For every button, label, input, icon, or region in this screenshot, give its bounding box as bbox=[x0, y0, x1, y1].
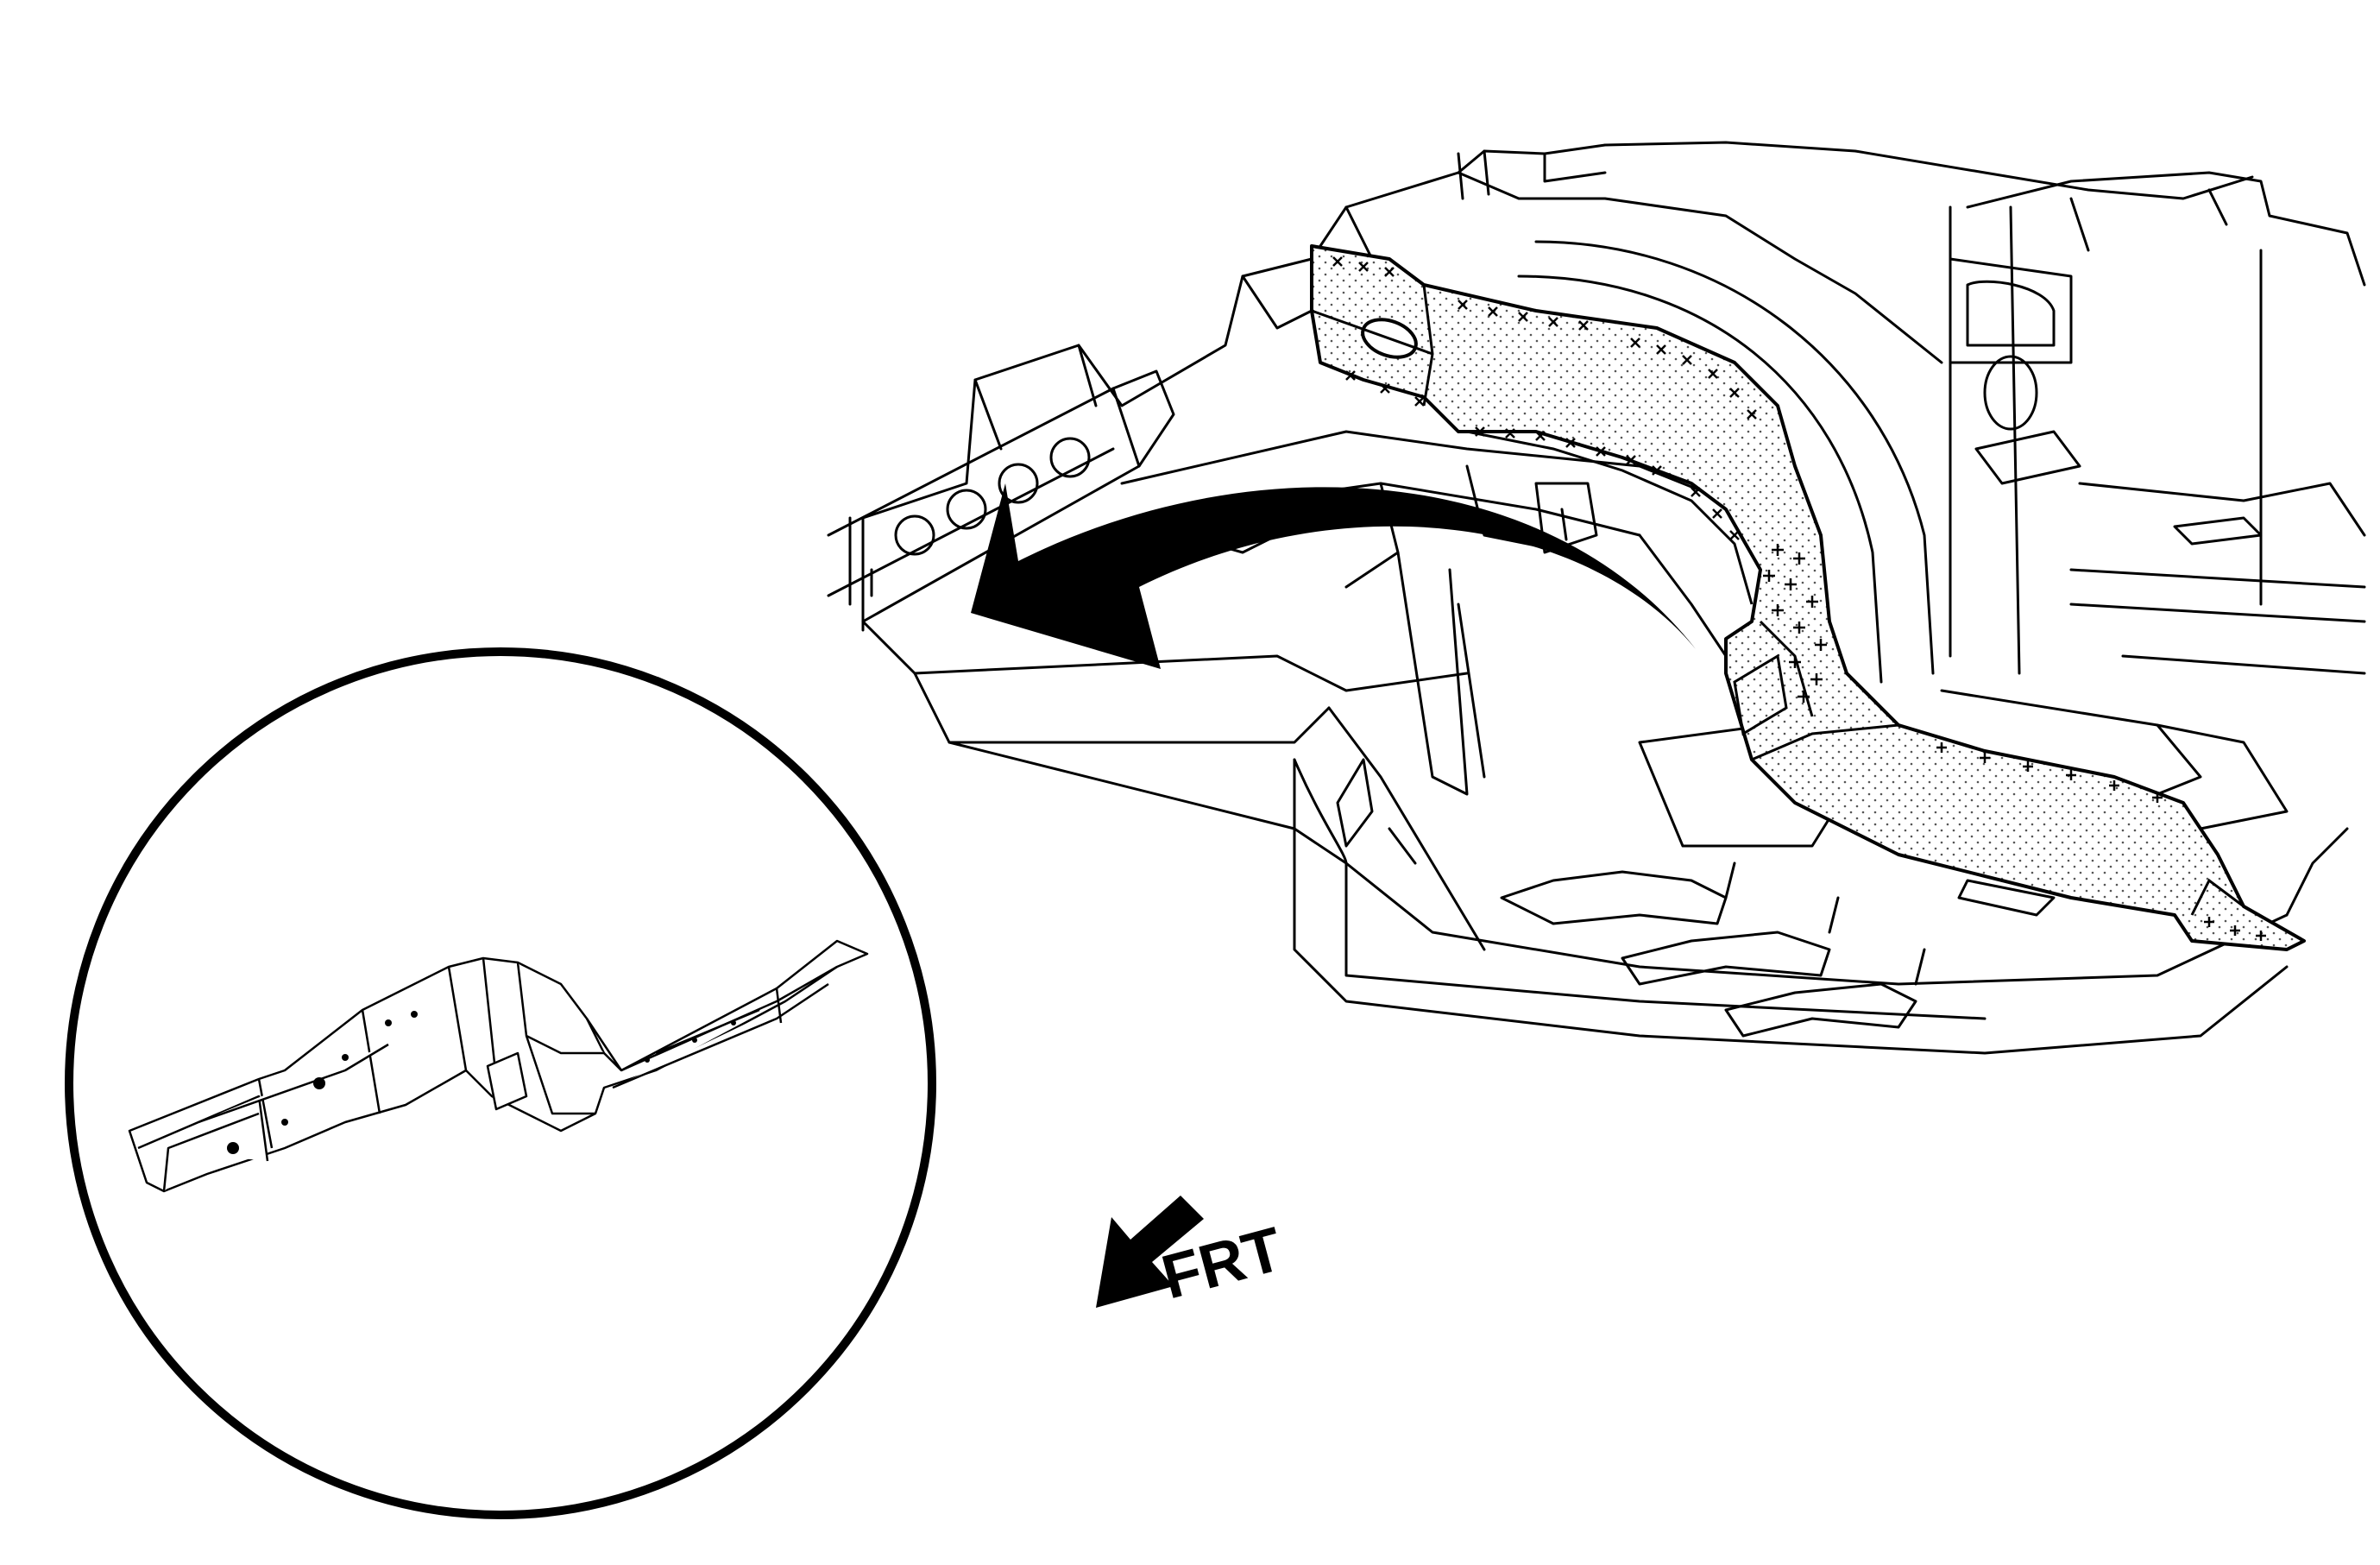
rear-frame-rail-highlight bbox=[1310, 244, 2306, 951]
removed-rail-part bbox=[128, 939, 869, 1193]
front-direction-indicator: FRT bbox=[1096, 1196, 1289, 1312]
vehicle-underbody bbox=[827, 141, 2366, 1055]
rear-rail-stippled-panel bbox=[1310, 244, 2306, 951]
front-arrow-icon bbox=[1096, 1196, 1204, 1308]
removal-arrow bbox=[971, 483, 1696, 669]
detail-inset bbox=[65, 647, 936, 1519]
